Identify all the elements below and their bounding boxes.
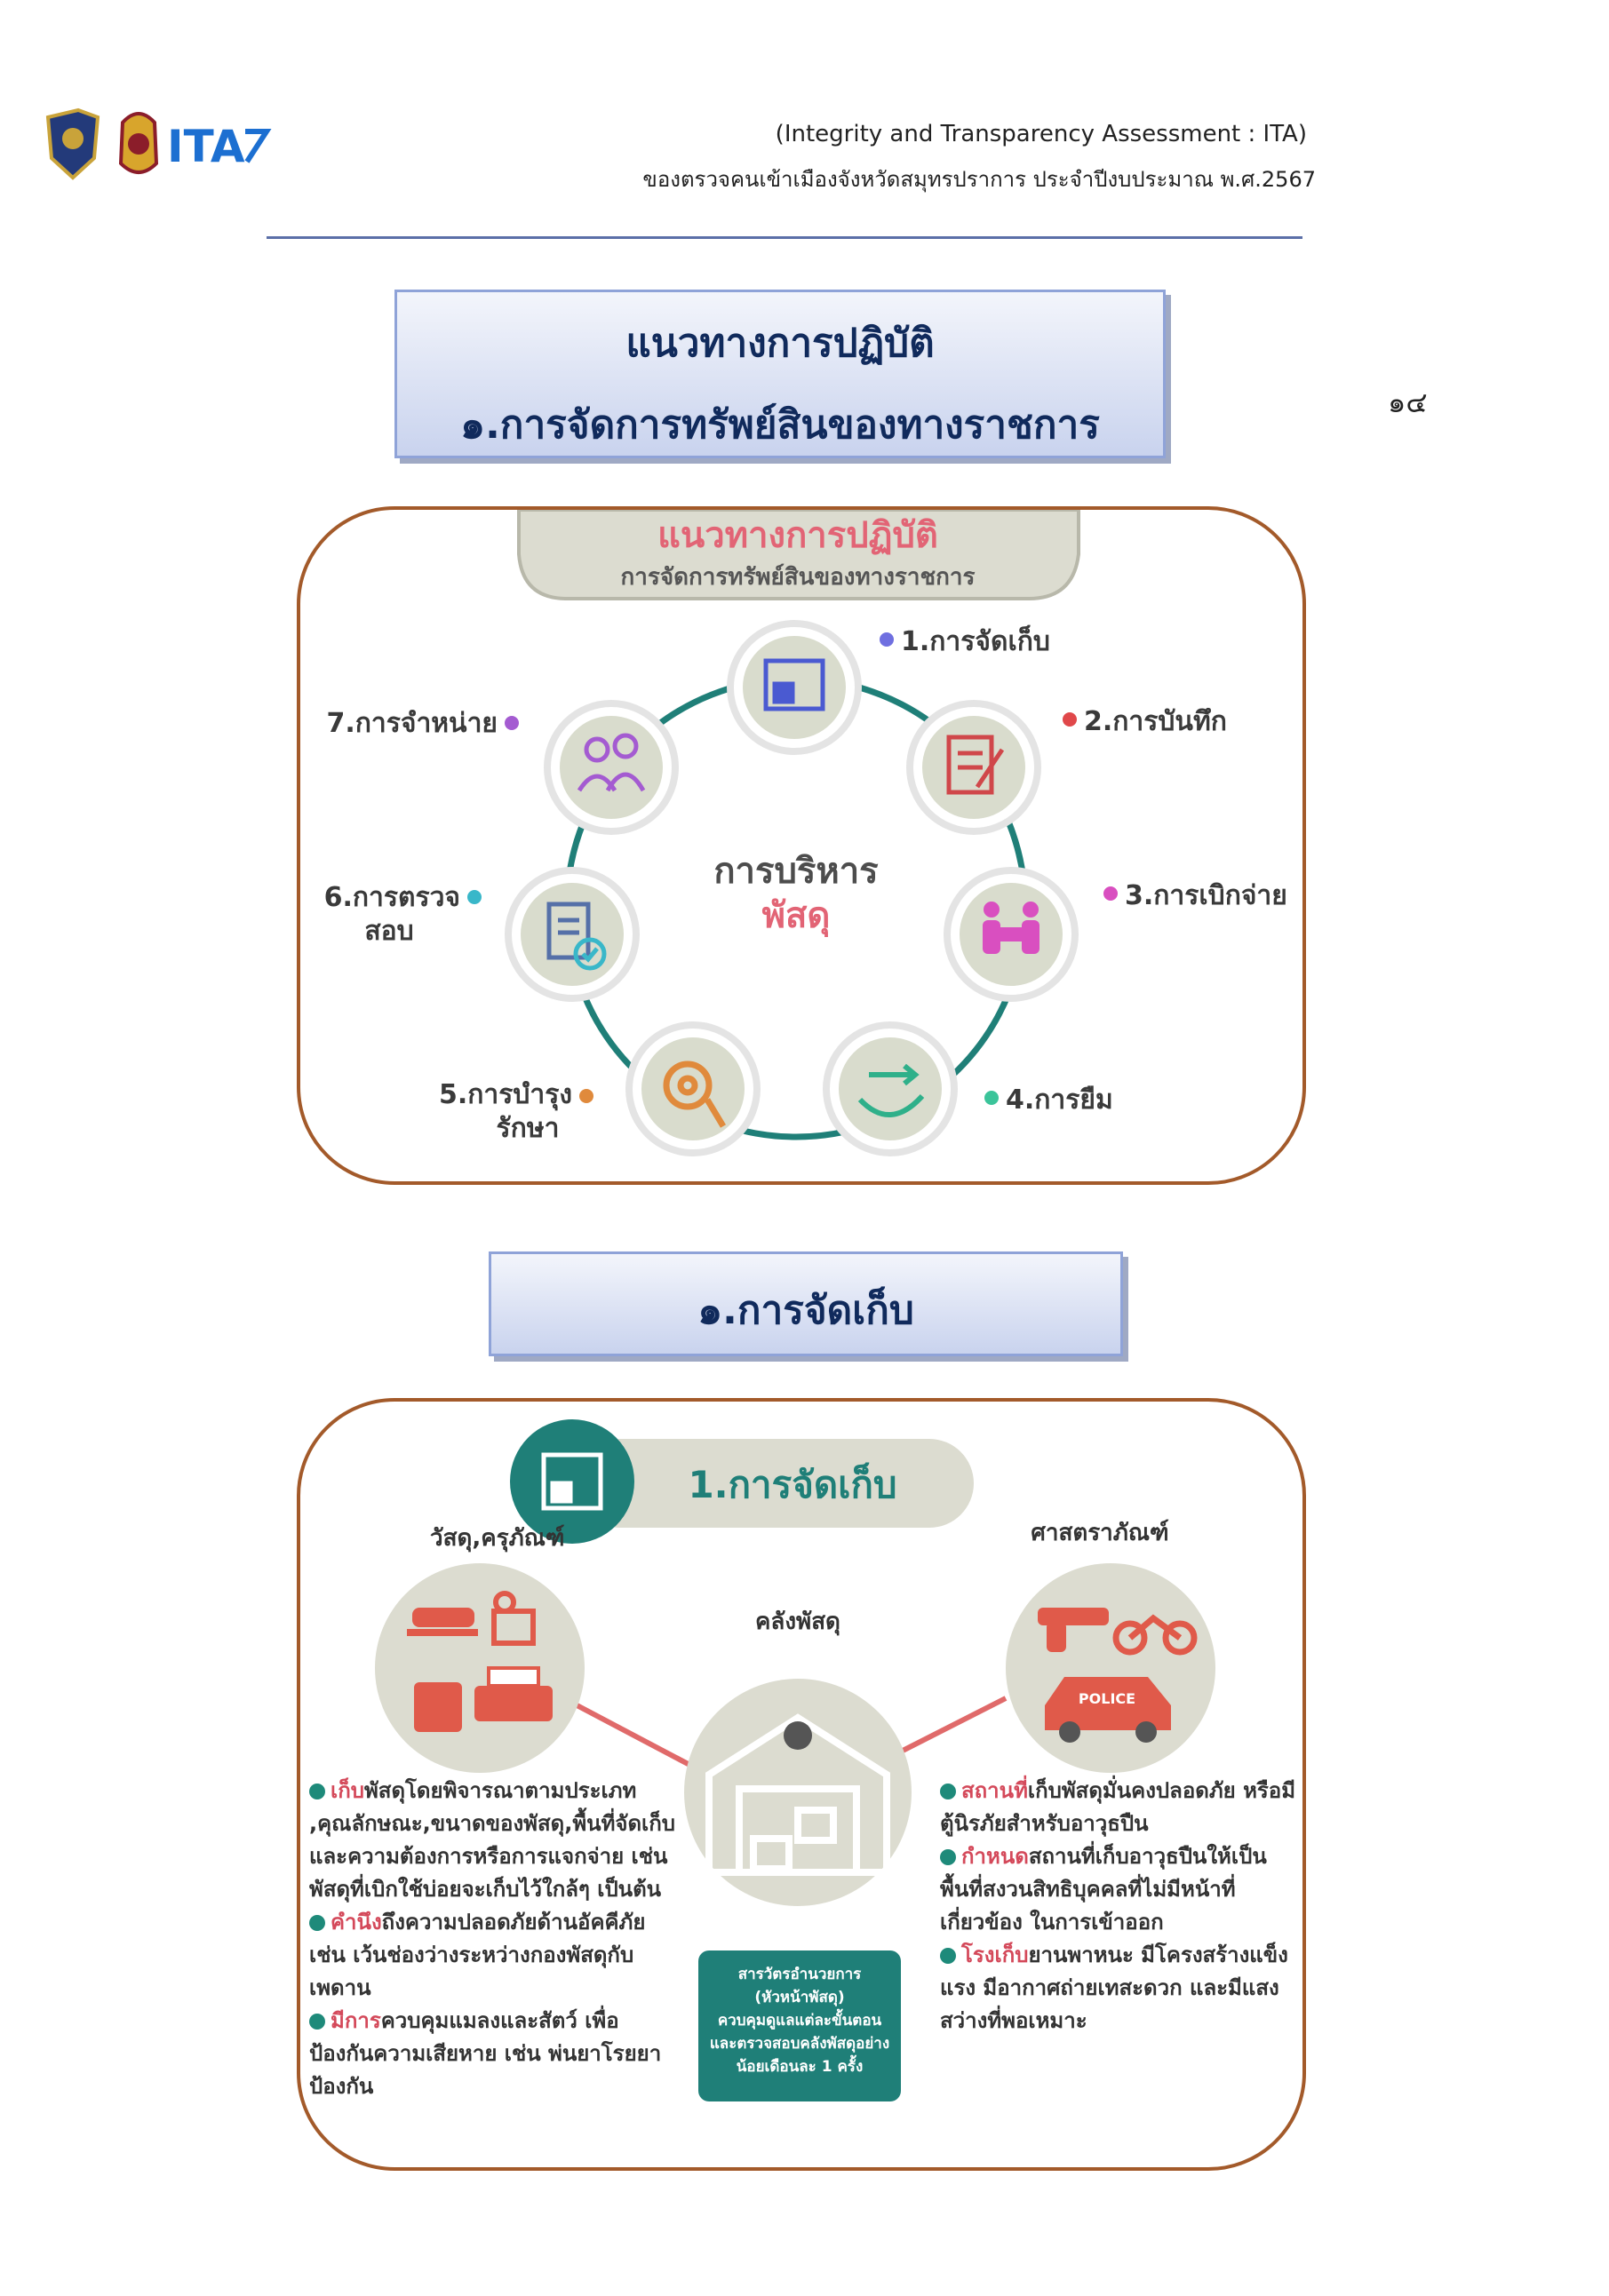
- step-node-6: 6.การตรวจ สอบ: [324, 867, 640, 1002]
- hand-arrow-icon: [857, 1063, 925, 1117]
- step-node-1: 1.การจัดเก็บ: [727, 620, 1050, 755]
- seal-icon: [784, 1721, 812, 1750]
- printer-icon: [474, 1666, 553, 1721]
- supervisor-note-box: สารวัตรอำนวยการ (หัวหน้าพัสดุ) ควบคุมดูแ…: [698, 1950, 901, 2101]
- bullet-dot-icon: [940, 1849, 956, 1865]
- warehouse-icon: [705, 1713, 890, 1876]
- title-line-2: ๑.การจัดการทรัพย์สินของทางราชการ: [460, 402, 1100, 448]
- header-title-en: (Integrity and Transparency Assessment :…: [775, 121, 1307, 147]
- step-label-1: 1.การจัดเก็บ: [901, 624, 1050, 657]
- step-node-3: 3.การเบิกจ่าย: [944, 867, 1287, 1002]
- header-title-th: ของตรวจคนเข้าเมืองจังหวัดสมุทรปราการ ประ…: [642, 167, 1316, 192]
- center-label-1: การบริหาร: [713, 851, 879, 892]
- center-heading: คลังพัสดุ: [755, 1609, 840, 1636]
- document-edit-icon: [946, 735, 1005, 795]
- step-label-3: 3.การเบิกจ่าย: [1125, 880, 1287, 911]
- right-bullet-3: โรงเก็บยานพาหนะ มีโครงสร้างแข็งแรง มีอาก…: [940, 1942, 1288, 2033]
- page-number: ๑๔: [1388, 385, 1428, 419]
- gear-wrench-icon: [663, 1061, 727, 1128]
- bullet-dot-icon: [309, 2014, 325, 2030]
- pencil-cup-icon: [414, 1682, 462, 1732]
- binder-clip-icon: [491, 1591, 536, 1646]
- left-bullet-2: คำนึงถึงความปลอดภัยด้านอัคคีภัย เช่น เว้…: [309, 1910, 646, 2000]
- left-bullet-list: เก็บพัสดุโดยพิจารณาตามประเภท ,คุณลักษณะ,…: [309, 1775, 682, 2103]
- handover-icon: [983, 902, 1039, 954]
- right-bullet-1: สถานที่เก็บพัสดุมั่นคงปลอดภัย หรือมีตู้น…: [940, 1778, 1296, 1836]
- step-node-5: 5.การบำรุง รักษา: [439, 1021, 761, 1156]
- header-divider: [267, 236, 1302, 239]
- storage-icon: [763, 658, 825, 711]
- step-node-7: 7.การจำหน่าย: [326, 700, 679, 835]
- title-box: แนวทางการปฏิบัติ ๑.การจัดการทรัพย์สินของ…: [394, 290, 1166, 458]
- section-title: ๑.การจัดเก็บ: [697, 1288, 914, 1333]
- step-label-5a: 5.การบำรุง: [439, 1079, 572, 1111]
- step-label-6b: สอบ: [364, 916, 413, 947]
- step-label-5b: รักษา: [497, 1113, 560, 1144]
- note-line-5: น้อยเดือนละ 1 ครั้ง: [736, 2058, 864, 2076]
- header-pill: [576, 1439, 974, 1528]
- armory-circle: [1006, 1563, 1215, 1773]
- police-label: POLICE: [1079, 1690, 1135, 1707]
- left-bullet-1: เก็บพัสดุโดยพิจารณาตามประเภท ,คุณลักษณะ,…: [309, 1778, 676, 1902]
- step-node-4: 4.การยืม: [823, 1021, 1113, 1156]
- banner-shape: [517, 510, 1080, 600]
- stapler-icon: [407, 1608, 478, 1636]
- note-line-1: สารวัตรอำนวยการ: [737, 1966, 862, 1983]
- gun-icon: [1038, 1608, 1109, 1652]
- right-heading: ศาสตราภัณฑ์: [1031, 1519, 1168, 1546]
- bullet-dot-icon: [940, 1948, 956, 1964]
- step-label-6a: 6.การตรวจ: [324, 882, 460, 913]
- motorcycle-icon: [1112, 1614, 1198, 1656]
- step-label-7: 7.การจำหน่าย: [326, 708, 498, 739]
- police-car-icon: POLICE: [1045, 1677, 1171, 1743]
- right-bullet-list: สถานที่เก็บพัสดุมั่นคงปลอดภัย หรือมีตู้น…: [940, 1775, 1304, 2038]
- title-line-1: แนวทางการปฏิบัติ: [625, 321, 935, 366]
- left-heading: วัสดุ,ครุภัณฑ์: [430, 1524, 564, 1553]
- left-bullet-3: มีการควบคุมแมลงและสัตว์ เพื่อป้องกันความ…: [309, 2008, 662, 2099]
- note-line-2: (หัวหน้าพัสดุ): [754, 1989, 845, 2006]
- bullet-dot-icon: [940, 1784, 956, 1799]
- materials-circle: [375, 1563, 585, 1773]
- ita-logo: ITA: [167, 121, 245, 172]
- storage-icon: [541, 1452, 603, 1511]
- note-line-3: ควบคุมดูแลแต่ละขั้นตอน: [717, 2012, 882, 2030]
- royal-emblem-icon: [118, 112, 159, 174]
- storage-diagram: 1.การจัดเก็บ วัสดุ,ครุภัณฑ์ คลังพัสดุ ศา…: [375, 1419, 1215, 1906]
- step-node-2: 2.การบันทึก: [906, 700, 1227, 835]
- steps-diagram: แนวทางการปฏิบัติ การจัดการทรัพย์สินของทา…: [324, 510, 1287, 1156]
- header-logos: ITA: [45, 107, 272, 180]
- section-title-box: ๑.การจัดเก็บ: [489, 1251, 1123, 1356]
- note-line-4: และตรวจสอบคลังพัสดุอย่าง: [709, 2035, 890, 2053]
- police-emblem-icon: [45, 107, 100, 180]
- step-label-4: 4.การยืม: [1006, 1084, 1113, 1116]
- infographic-panel-steps: แนวทางการปฏิบัติ การจัดการทรัพย์สินของทา…: [297, 506, 1306, 1185]
- banner-title: แนวทางการปฏิบัติ: [657, 515, 938, 556]
- center-label-2: พัสดุ: [762, 895, 831, 938]
- right-bullet-2: กำหนดสถานที่เก็บอาวุธปืนให้เป็นพื้นที่สง…: [940, 1844, 1267, 1935]
- checklist-icon: [546, 902, 607, 971]
- step-label-2: 2.การบันทึก: [1084, 706, 1227, 737]
- people-icon: [577, 733, 646, 792]
- bullet-dot-icon: [309, 1784, 325, 1799]
- banner-subtitle: การจัดการทรัพย์สินของทางราชการ: [621, 563, 976, 591]
- connector-left: [565, 1697, 697, 1770]
- bullet-dot-icon: [309, 1915, 325, 1931]
- header-title: 1.การจัดเก็บ: [688, 1462, 896, 1506]
- connector-right: [896, 1696, 1008, 1756]
